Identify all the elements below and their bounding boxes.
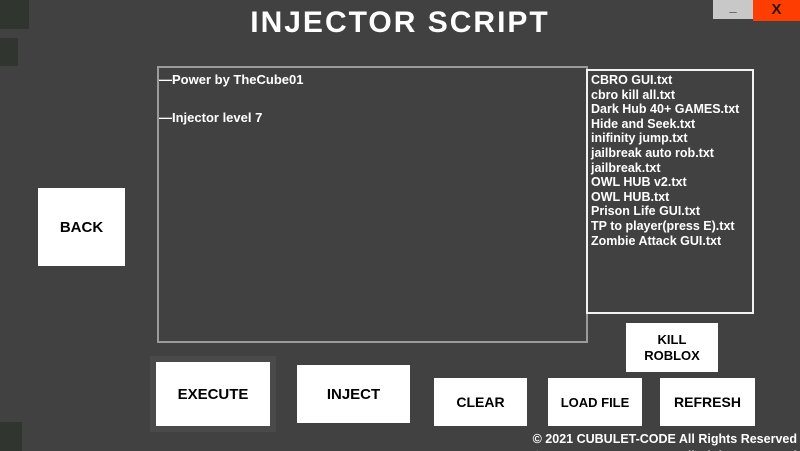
list-item[interactable]: Prison Life GUI.txt bbox=[591, 204, 701, 219]
list-item[interactable]: Hide and Seek.txt bbox=[591, 116, 696, 131]
inject-button[interactable]: INJECT bbox=[297, 365, 410, 423]
minimize-button[interactable]: _ bbox=[713, 0, 753, 19]
corner-square-bottom-left bbox=[0, 422, 22, 451]
list-item[interactable]: jailbreak auto rob.txt bbox=[591, 145, 714, 160]
back-button[interactable]: BACK bbox=[38, 188, 125, 266]
close-button[interactable]: X bbox=[753, 0, 800, 21]
clear-button[interactable]: CLEAR bbox=[434, 378, 527, 426]
injector-info-panel: —Power by TheCube01 —Injector level 7 bbox=[157, 66, 588, 343]
refresh-button[interactable]: REFRESH bbox=[660, 378, 755, 426]
list-item[interactable]: TP to player(press E).txt bbox=[591, 218, 735, 233]
list-item[interactable]: cbro kill all.txt bbox=[591, 87, 676, 102]
kill-roblox-button[interactable]: KILL ROBLOX bbox=[626, 323, 718, 372]
list-item[interactable]: inifinity jump.txt bbox=[591, 131, 688, 146]
injector-level-line: —Injector level 7 bbox=[159, 110, 263, 125]
corner-square-left bbox=[0, 38, 18, 66]
list-item[interactable]: CBRO GUI.txt bbox=[591, 73, 673, 87]
list-item[interactable]: OWL HUB v2.txt bbox=[591, 175, 687, 190]
corner-square-top-left bbox=[0, 0, 29, 29]
execute-button[interactable]: EXECUTE bbox=[156, 362, 270, 426]
power-by-line: —Power by TheCube01 bbox=[159, 72, 304, 87]
list-item[interactable]: OWL HUB.txt bbox=[591, 189, 670, 204]
script-file-list[interactable]: CBRO GUI.txt cbro kill all.txt Dark Hub … bbox=[586, 69, 754, 314]
page-title: INJECTOR SCRIPT bbox=[250, 6, 550, 39]
list-item[interactable]: Zombie Attack GUI.txt bbox=[591, 233, 722, 248]
copyright-text-clipped: © 2021 CUBULET-CODE All Rights Reserved bbox=[533, 449, 797, 451]
list-item[interactable]: jailbreak.txt bbox=[591, 160, 661, 175]
list-item[interactable]: Dark Hub 40+ GAMES.txt bbox=[591, 102, 740, 117]
load-file-button[interactable]: LOAD FILE bbox=[548, 378, 642, 426]
copyright-text: © 2021 CUBULET-CODE All Rights Reserved bbox=[532, 432, 797, 446]
